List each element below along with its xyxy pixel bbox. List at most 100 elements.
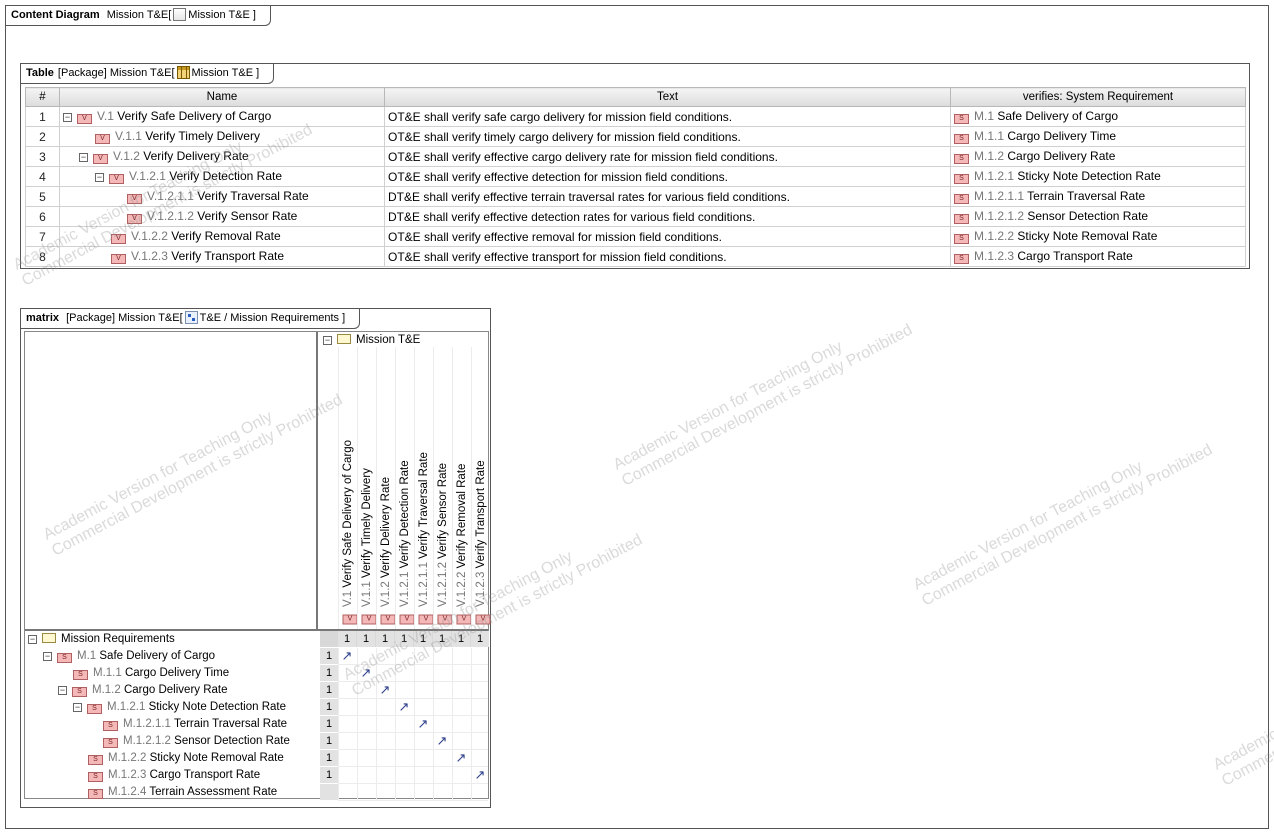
collapse-toggle-icon[interactable]: − <box>323 335 332 345</box>
collapse-toggle-icon[interactable]: − <box>95 172 104 182</box>
row-name: Sticky Note Removal Rate <box>149 752 284 764</box>
verify-relation-arrow-icon[interactable]: ↗ <box>474 767 486 782</box>
row-count <box>320 784 338 800</box>
collapse-toggle-icon[interactable]: − <box>63 112 72 122</box>
verify-relation-arrow-icon[interactable]: ↗ <box>379 682 391 697</box>
col-header-verifies[interactable]: verifies: System Requirement <box>950 87 1246 107</box>
matrix-column-header[interactable]: VV.1 Verify Safe Delivery of Cargo <box>338 347 358 629</box>
text-cell[interactable]: OT&E shall verify effective removal for … <box>384 226 951 247</box>
requirement-name: Sensor Detection Rate <box>1027 209 1149 223</box>
col-header-text[interactable]: Text <box>384 87 951 107</box>
matrix-tab[interactable]: matrix [Package] Mission T&E[T&E / Missi… <box>21 309 361 329</box>
verify-relation-arrow-icon[interactable]: ↗ <box>341 648 353 663</box>
column-name: Verify Transport Rate <box>475 460 487 569</box>
content-diagram-tab[interactable]: Content Diagram Mission T&E[Mission T&E … <box>6 6 271 26</box>
matrix-column-header[interactable]: VV.1.2.1 Verify Detection Rate <box>395 347 415 629</box>
requirement-id: M.1.1 <box>974 129 1005 143</box>
matrix-column-header[interactable]: VV.1.2.1.2 Verify Sensor Rate <box>433 347 453 629</box>
column-name: Verify Traversal Rate <box>418 452 430 559</box>
column-name: Verify Timely Delivery <box>361 468 373 578</box>
row-count: 1 <box>320 699 338 715</box>
collapse-toggle-icon[interactable]: − <box>43 651 52 661</box>
row-id: M.1 <box>77 650 97 662</box>
verify-relation-arrow-icon[interactable]: ↗ <box>455 750 467 765</box>
collapse-toggle-icon[interactable]: − <box>73 702 82 712</box>
requirement-stereotype-icon: S <box>954 254 969 264</box>
element-name: Verify Detection Rate <box>169 169 283 183</box>
column-id: V.1.2.3 <box>475 571 487 607</box>
requirement-stereotype-icon: S <box>954 194 969 204</box>
text-cell[interactable]: OT&E shall verify effective cargo delive… <box>384 146 951 167</box>
column-id: V.1.2 <box>380 581 392 607</box>
row-number: 1 <box>25 106 60 127</box>
col-header-name[interactable]: Name <box>59 87 385 107</box>
collapse-toggle-icon[interactable]: − <box>58 685 67 695</box>
verify-stereotype-icon: V <box>418 614 434 625</box>
col-header-num[interactable]: # <box>25 87 60 107</box>
row-id: M.1.2.1.1 <box>123 718 171 730</box>
verify-stereotype-icon: V <box>127 214 142 224</box>
text-cell[interactable]: DT&E shall verify effective terrain trav… <box>384 186 951 207</box>
verify-relation-arrow-icon[interactable]: ↗ <box>436 733 448 748</box>
text-cell[interactable]: OT&E shall verify safe cargo delivery fo… <box>384 106 951 127</box>
verify-relation-arrow-icon[interactable]: ↗ <box>417 716 429 731</box>
matrix-column-header[interactable]: VV.1.2.2 Verify Removal Rate <box>452 347 472 629</box>
row-gridline <box>338 732 488 733</box>
table-tab[interactable]: Table[Package] Mission T&E[Mission T&E ] <box>21 64 275 84</box>
verify-relation-arrow-icon[interactable]: ↗ <box>360 665 372 680</box>
row-gridline <box>338 800 488 801</box>
verify-stereotype-icon: V <box>111 254 126 264</box>
requirement-name: Cargo Delivery Rate <box>1007 149 1116 163</box>
collapse-toggle-icon[interactable]: − <box>28 634 37 644</box>
text-cell[interactable]: OT&E shall verify effective detection fo… <box>384 166 951 187</box>
matrix-column-header[interactable]: VV.1.2 Verify Delivery Rate <box>376 347 396 629</box>
matrix-column-header[interactable]: VV.1.2.1.1 Verify Traversal Rate <box>414 347 434 629</box>
row-id: M.1.2.4 <box>108 786 147 798</box>
column-label: VV.1 Verify Safe Delivery of Cargo <box>341 440 358 627</box>
matrix-column-header[interactable]: VV.1.2.3 Verify Transport Rate <box>471 347 491 629</box>
collapse-toggle-icon[interactable]: − <box>79 152 88 162</box>
text-cell[interactable]: DT&E shall verify effective detection ra… <box>384 206 951 227</box>
text-cell[interactable]: OT&E shall verify timely cargo delivery … <box>384 126 951 147</box>
verify-stereotype-icon: V <box>380 614 396 625</box>
text-cell[interactable]: OT&E shall verify effective transport fo… <box>384 246 951 267</box>
matrix-column-header[interactable]: VV.1.1 Verify Timely Delivery <box>357 347 377 629</box>
verify-relation-arrow-icon[interactable]: ↗ <box>398 699 410 714</box>
column-package[interactable]: −Mission T&E <box>323 334 420 346</box>
row-id: M.1.2.2 <box>108 752 147 764</box>
row-package[interactable]: −Mission Requirements <box>28 631 175 647</box>
